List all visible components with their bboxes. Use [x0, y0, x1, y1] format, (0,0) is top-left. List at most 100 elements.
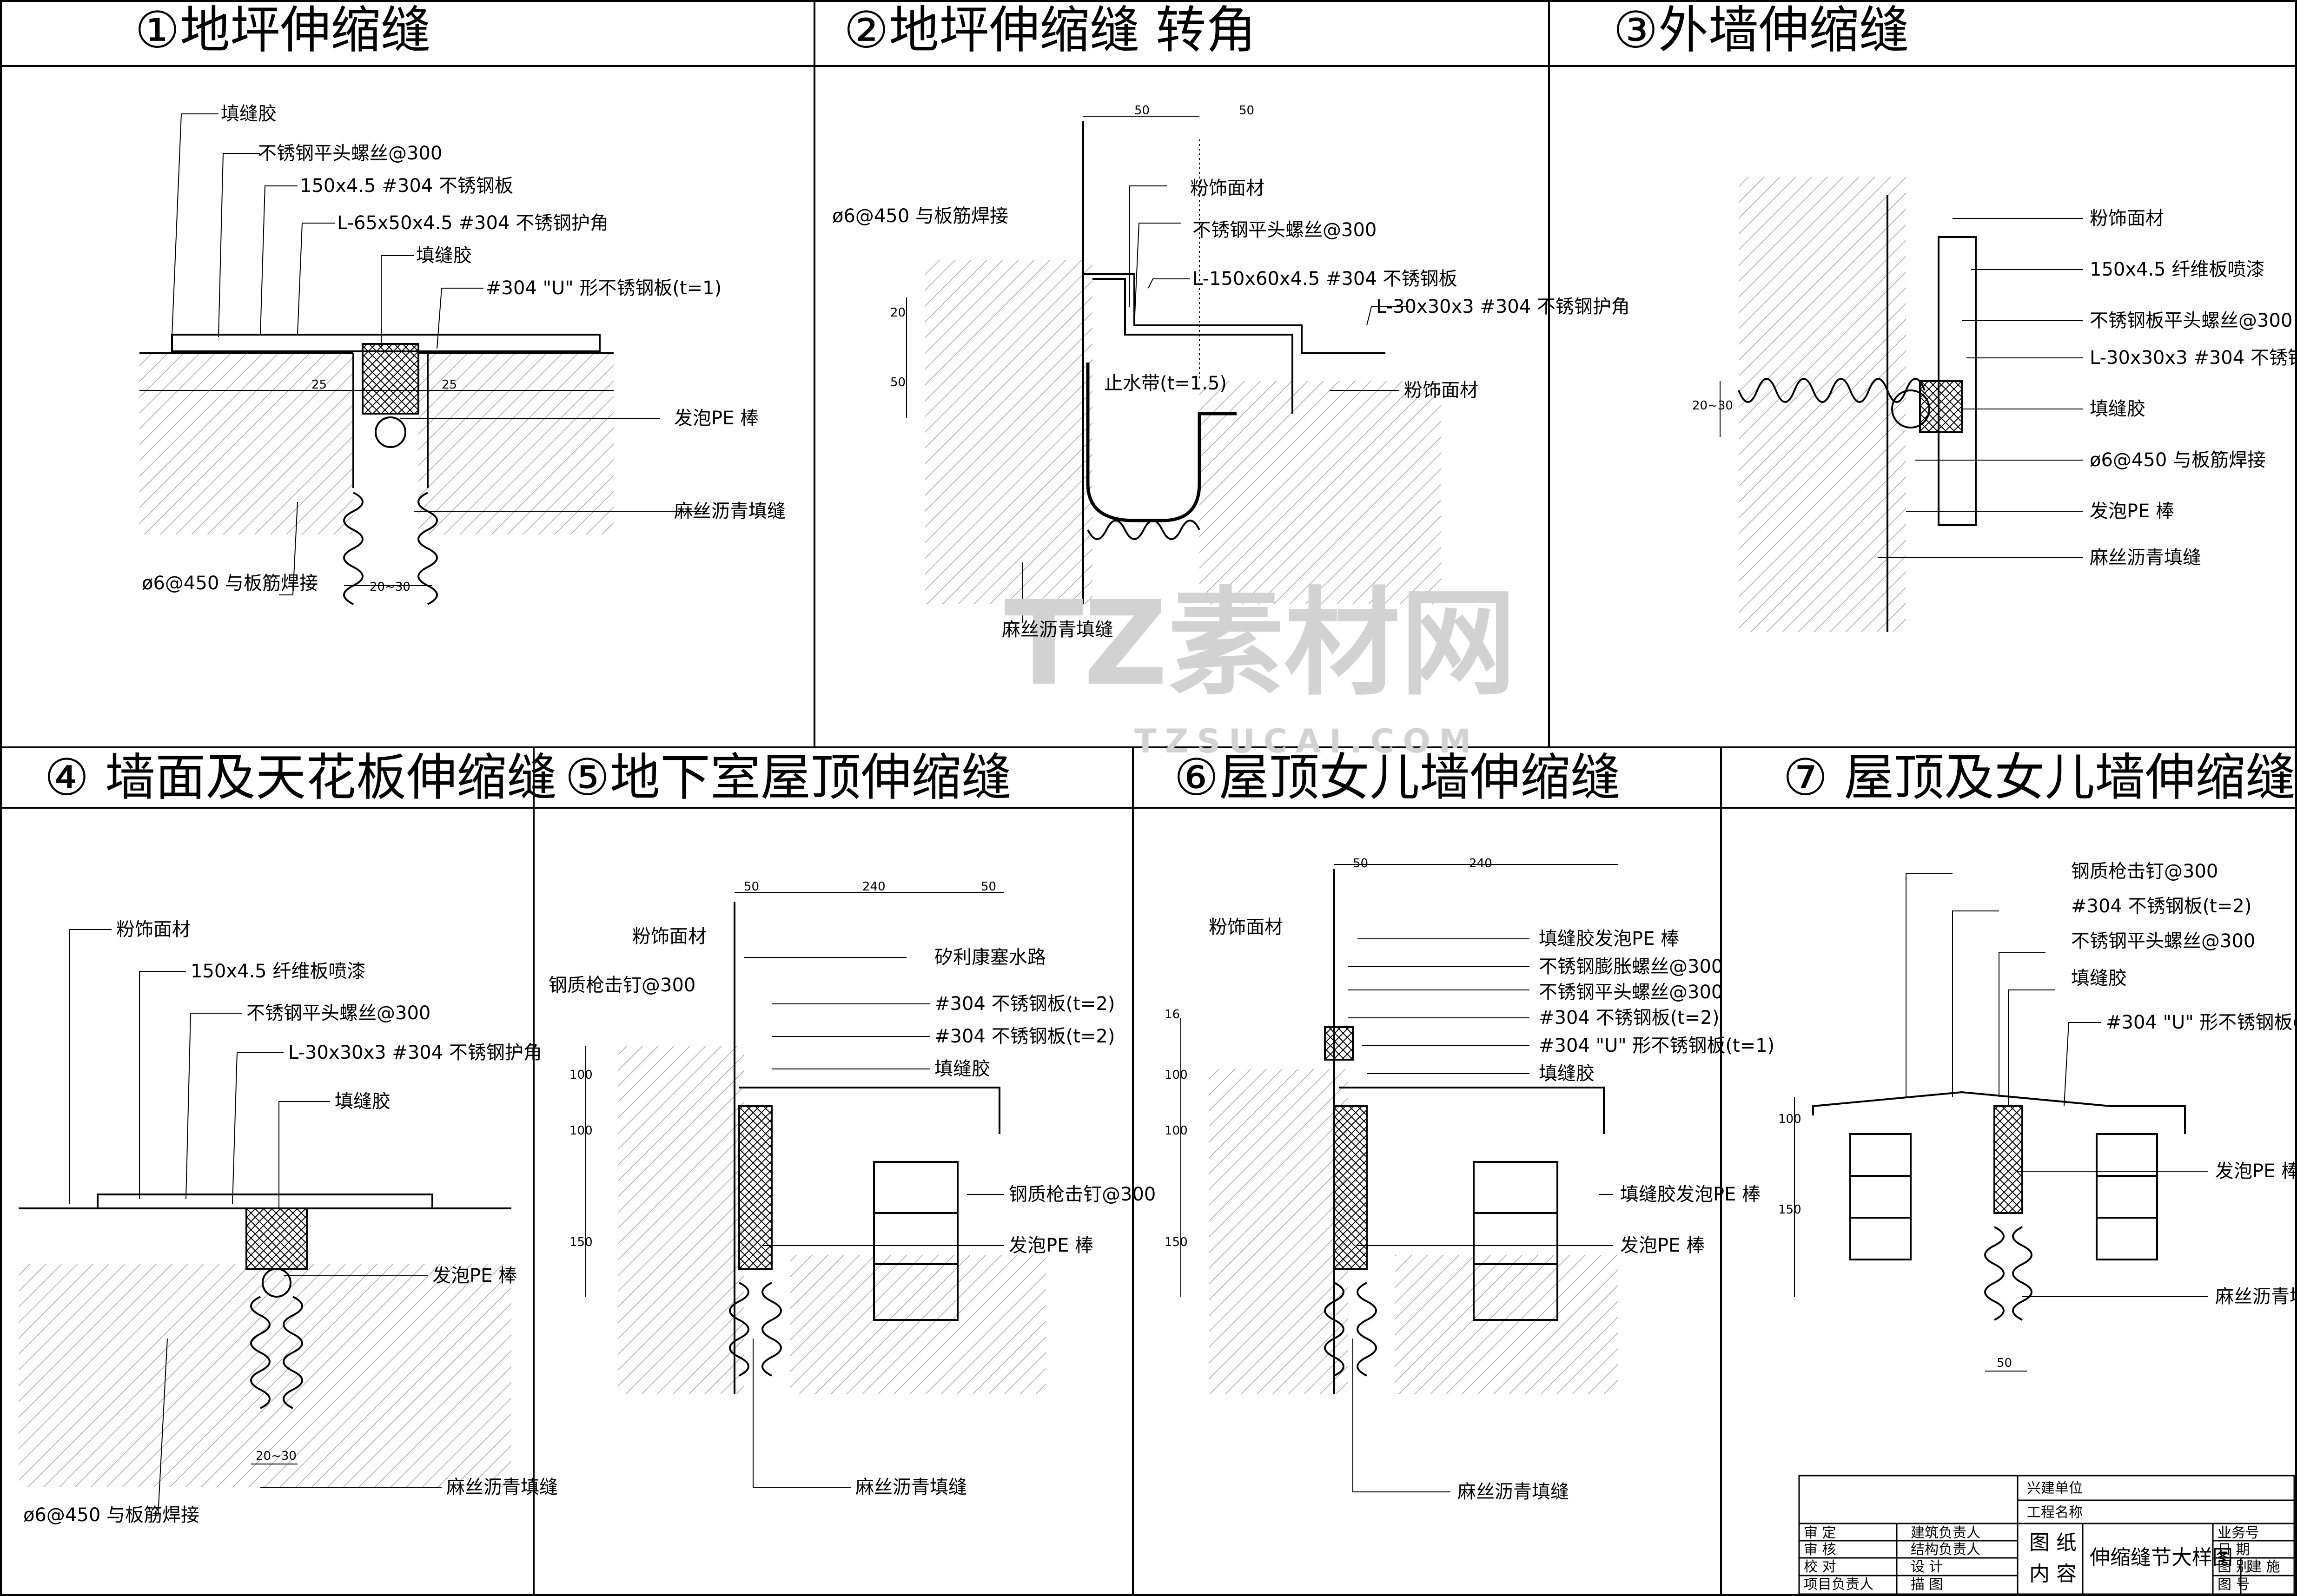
tb-arch-lead: 建筑负责人 [1911, 1525, 1980, 1541]
p3-label: 发泡PE 棒 [2090, 501, 2175, 522]
p5-label: 钢质枪击钉@300 [549, 975, 696, 996]
p1-dim: 20~30 [370, 580, 410, 594]
p4-label: 150x4.5 纤维板喷漆 [191, 961, 366, 982]
p4-label: 粉饰面材 [116, 919, 191, 940]
p1-label: 不锈钢平头螺丝@300 [258, 143, 443, 164]
tb-design: 设 计 [1911, 1559, 1943, 1575]
p7-label: 填缝胶 [2071, 968, 2127, 989]
panel-3-title: ③外墙伸缩缝 [1613, 1, 1909, 59]
panel-6-drawing [1180, 864, 1618, 1492]
p1-dim: 25 [442, 378, 457, 392]
p6-label: 发泡PE 棒 [1620, 1235, 1705, 1256]
p5-label: 麻丝沥青填缝 [855, 1477, 967, 1498]
panel-4-drawing [19, 929, 511, 1516]
p7-dim: 50 [1997, 1356, 2012, 1370]
panel-7-title: ⑦ 屋顶及女儿墙伸缩缝 [1783, 749, 2296, 807]
p7-label: 不锈钢平头螺丝@300 [2071, 930, 2256, 952]
tb-category: 图 别 [2218, 1559, 2250, 1575]
p7-dim: 150 [1778, 1203, 1801, 1217]
p4-label: 不锈钢平头螺丝@300 [246, 1002, 431, 1024]
p2-label: 粉饰面材 [1404, 380, 1478, 401]
tb-project: 工程名称 [2027, 1504, 2083, 1521]
p4-dim: 20~30 [256, 1449, 297, 1463]
p3-label: 麻丝沥青填缝 [2090, 547, 2201, 568]
p4-label: L-30x30x3 #304 不锈钢护角 [288, 1042, 542, 1063]
tb-job-no: 业务号 [2218, 1525, 2259, 1541]
p5-dim: 50 [981, 880, 997, 894]
tb-content-label-2: 内 容 [2029, 1562, 2077, 1586]
tb-approve: 审 定 [1804, 1525, 1836, 1541]
p4-label: 发泡PE 棒 [432, 1265, 517, 1286]
p1-label: L-65x50x4.5 #304 不锈钢护角 [337, 212, 609, 234]
p3-label: ø6@450 与板筋焊接 [2090, 449, 2266, 471]
panel-2-title: ②地坪伸缩缝 转角 [844, 1, 1257, 59]
p1-label: 150x4.5 #304 不锈钢板 [300, 175, 513, 197]
panel-3-drawing [1720, 177, 2083, 632]
tb-project-lead: 项目负责人 [1804, 1576, 1873, 1593]
p6-label: 不锈钢膨胀螺丝@300 [1539, 956, 1723, 977]
p3-dim: 20~30 [1692, 399, 1733, 413]
p3-label: 粉饰面材 [2090, 208, 2164, 229]
panel-7-drawing [1794, 873, 2208, 1372]
p5-label: 填缝胶 [934, 1058, 990, 1080]
tb-date: 日 期 [2218, 1542, 2250, 1558]
panel-6-title: ⑥屋顶女儿墙伸缩缝 [1174, 749, 1621, 807]
tb-drawing: 描 图 [1911, 1576, 1943, 1593]
title-block-frame [1798, 1475, 2295, 1595]
panel-2-drawing [906, 116, 1441, 623]
p3-label: 填缝胶 [2090, 398, 2145, 420]
p5-dim: 240 [862, 880, 886, 894]
p6-label: #304 "U" 形不锈钢板(t=1) [1539, 1035, 1775, 1056]
p2-dim: 50 [1134, 104, 1150, 118]
tb-struct-lead: 结构负责人 [1911, 1542, 1980, 1558]
tb-content: 伸缩缝节大样图 [2090, 1546, 2233, 1570]
p6-label: 填缝胶 [1539, 1063, 1595, 1084]
p1-label: 填缝胶 [221, 103, 277, 125]
p6-dim: 16 [1165, 1008, 1180, 1022]
p1-dim: 25 [311, 378, 327, 392]
p5-label: 矽利康塞水路 [934, 947, 1046, 968]
p5-dim: 50 [744, 880, 760, 894]
p1-label: #304 "U" 形不锈钢板(t=1) [486, 277, 722, 299]
p7-label: 麻丝沥青填缝 [2215, 1286, 2297, 1307]
p6-label: 麻丝沥青填缝 [1457, 1481, 1569, 1503]
p3-label: L-30x30x3 #304 不锈钢板 [2090, 347, 2297, 369]
p7-dim: 100 [1778, 1112, 1801, 1126]
p1-label: 发泡PE 棒 [674, 408, 759, 429]
p2-label: 不锈钢平头螺丝@300 [1192, 219, 1377, 241]
p7-label: 钢质枪击钉@300 [2071, 861, 2218, 882]
p5-label: #304 不锈钢板(t=2) [934, 993, 1115, 1015]
p1-label: ø6@450 与板筋焊接 [142, 573, 318, 594]
p6-dim: 240 [1469, 857, 1492, 871]
p6-dim: 100 [1165, 1124, 1188, 1138]
tb-sheet-no: 图 号 [2218, 1576, 2250, 1593]
tb-check: 校 对 [1804, 1559, 1836, 1575]
p6-dim: 50 [1353, 857, 1369, 871]
p5-label: 钢质枪击钉@300 [1009, 1184, 1156, 1205]
tb-content-label-1: 图 纸 [2029, 1531, 2077, 1555]
p6-label: 填缝胶发泡PE 棒 [1620, 1184, 1761, 1205]
p7-label: #304 "U" 形不锈钢板(t=1) [2106, 1012, 2297, 1033]
p5-label: #304 不锈钢板(t=2) [934, 1026, 1115, 1047]
watermark-url: TZSUCAI.COM [1134, 722, 1480, 760]
p2-dim: 50 [890, 376, 906, 389]
p7-label: 发泡PE 棒 [2215, 1161, 2297, 1182]
p6-dim: 150 [1165, 1235, 1188, 1249]
tb-owner: 兴建单位 [2027, 1480, 2083, 1497]
p3-label: 不锈钢板平头螺丝@300 [2090, 310, 2293, 331]
p6-label: 粉饰面材 [1209, 917, 1283, 938]
p6-label: #304 不锈钢板(t=2) [1539, 1007, 1720, 1029]
p1-label: 麻丝沥青填缝 [674, 501, 786, 522]
p6-label: 填缝胶发泡PE 棒 [1539, 928, 1680, 950]
p5-label: 发泡PE 棒 [1009, 1235, 1094, 1256]
p7-label: #304 不锈钢板(t=2) [2071, 896, 2252, 917]
p5-dim: 100 [569, 1124, 593, 1138]
panel-1-drawing [139, 113, 707, 605]
p4-label: 填缝胶 [335, 1091, 391, 1112]
p2-label: L-30x30x3 #304 不锈钢护角 [1376, 296, 1630, 317]
p2-label: 麻丝沥青填缝 [1002, 619, 1113, 640]
watermark-logo: TZ素材网 [1004, 576, 1516, 711]
panel-5-title: ⑤地下室屋顶伸缩缝 [565, 749, 1012, 807]
